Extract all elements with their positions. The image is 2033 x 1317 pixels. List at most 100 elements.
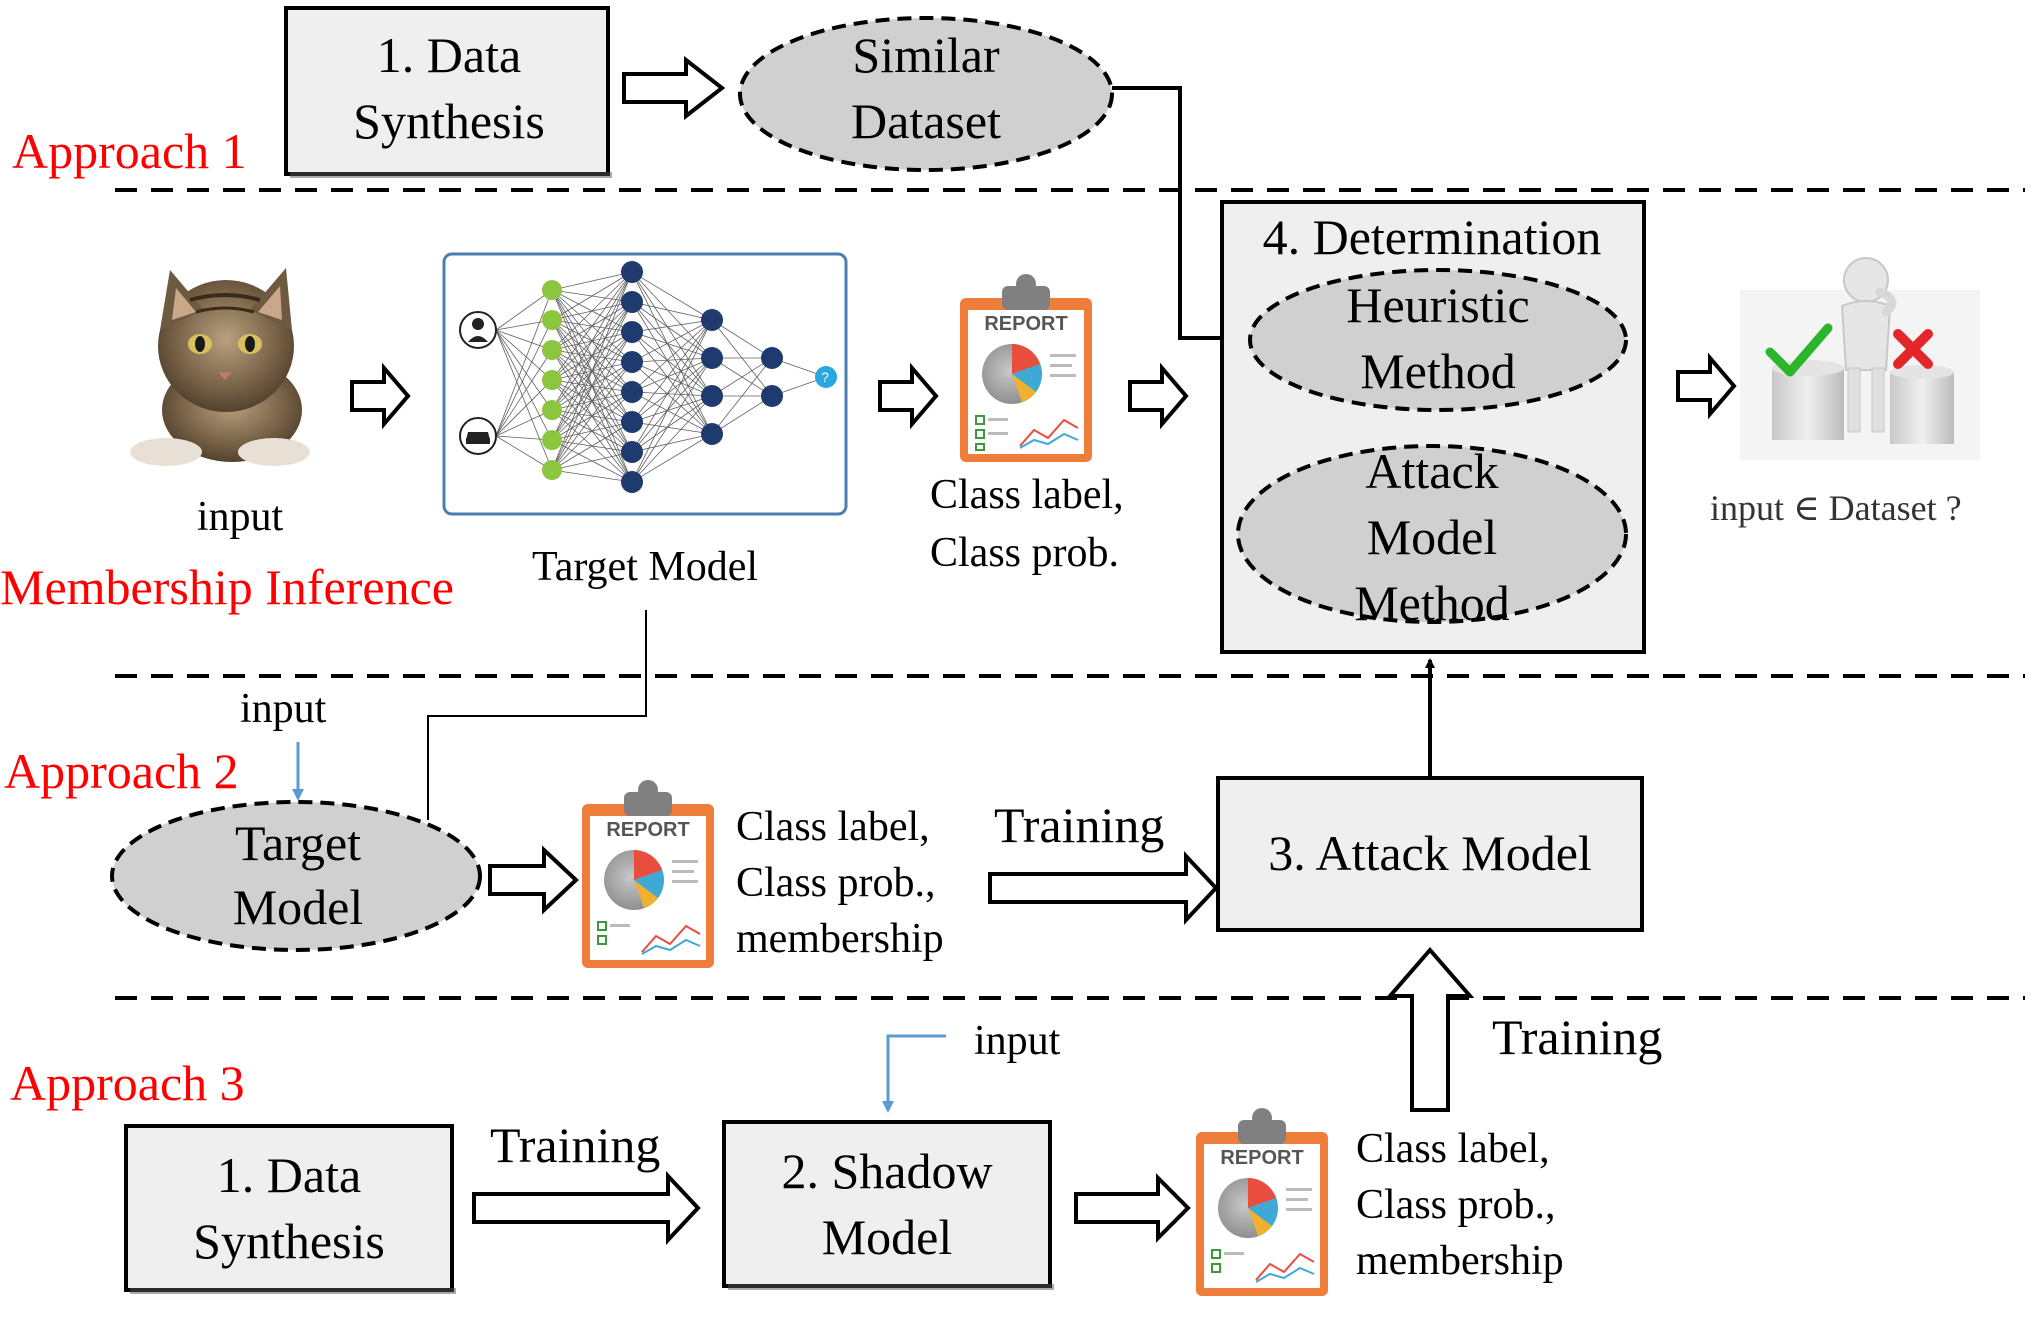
hollow-arrow-m1 (350, 362, 411, 430)
nn-edge (631, 271, 713, 359)
hollow-arrow-m2 (878, 362, 939, 430)
nn-edge (631, 357, 713, 363)
cross-mark-icon (1893, 329, 1933, 369)
nn-edge (631, 271, 713, 397)
nn-edge (631, 357, 713, 423)
nn-node (542, 460, 562, 480)
attack-model-line-1: Attack (1365, 443, 1498, 499)
nn-node (542, 340, 562, 360)
nn-node (542, 370, 562, 390)
nn-node (761, 347, 783, 369)
membership-inference-row: input ? Target Model (130, 200, 1980, 654)
nn-edge (631, 271, 713, 321)
nn-edge (631, 421, 713, 435)
a3-class-output-line-2: Class prob., (1356, 1182, 1556, 1228)
nn-edge (631, 433, 713, 483)
nn-edge (631, 319, 713, 363)
nn-edge (631, 395, 713, 423)
nn-node (621, 351, 643, 373)
nn-edge (495, 329, 553, 441)
shadow-model-box: 2. Shadow Model (722, 1120, 1054, 1290)
approach-3-row: 1. Data Synthesis Training input 2. Shad… (124, 946, 1662, 1296)
nn-node (621, 261, 643, 283)
report-title-a3: REPORT (1220, 1147, 1303, 1169)
nn-edge (551, 271, 633, 441)
nn-edge (631, 319, 713, 393)
approach-3-training-label: Training (490, 1117, 660, 1173)
nn-edge (631, 301, 713, 435)
nn-node (761, 385, 783, 407)
approach-2-label: Approach 2 (4, 743, 239, 799)
nn-edge (495, 349, 553, 437)
a2-class-output-line-1: Class label, (736, 804, 930, 850)
nn-edge (631, 361, 713, 435)
nn-node (542, 400, 562, 420)
report-title-a2: REPORT (606, 819, 689, 841)
heuristic-method-ellipse: Heuristic Method (1248, 268, 1628, 412)
a3-class-output-line-1: Class label, (1356, 1126, 1550, 1172)
nn-edge (631, 395, 713, 453)
nn-edge (551, 271, 633, 411)
a3-class-output-line-3: membership (1356, 1238, 1564, 1284)
nn-edge (631, 391, 713, 397)
nn-edge (631, 301, 713, 359)
attack-model-line-2: Model (1367, 509, 1498, 565)
report-clipboard-icon-a3: REPORT (1196, 1108, 1328, 1296)
hollow-arrow-a2-1 (488, 845, 579, 915)
hollow-arrow-up-training (1385, 946, 1475, 1112)
nn-edge (631, 319, 713, 453)
hollow-arrow-m4 (1676, 352, 1737, 420)
connector-dataset-to-heuristic (1112, 86, 1242, 343)
check-mark-icon (1765, 323, 1833, 377)
nn-edge (495, 435, 553, 471)
shadow-model-line-1: 2. Shadow (781, 1143, 992, 1199)
determination-box: 4. Determination Heuristic Method Attack… (1220, 200, 1646, 654)
nn-edge (495, 379, 553, 437)
check-pedestal (1772, 360, 1844, 440)
target-model-line-1: Target (235, 815, 361, 871)
hollow-arrow-a1 (622, 55, 726, 121)
class-output-line-1: Class label, (930, 472, 1124, 518)
nn-node (701, 385, 723, 407)
nn-edge (551, 331, 633, 471)
a2-class-output-line-3: membership (736, 916, 944, 962)
hollow-arrow-a3-1 (472, 1170, 701, 1246)
similar-dataset-ellipse: Similar Dataset (738, 16, 1114, 172)
nn-edge (551, 469, 633, 483)
class-output-approach-2: Class label, Class prob., membership (736, 804, 944, 962)
cat-input-label: input (197, 494, 284, 540)
section-labels: Approach 1 Membership Inference Approach… (0, 123, 454, 1111)
approach-2-input-label: input (240, 686, 327, 732)
target-model-label: Target Model (532, 544, 758, 590)
nn-node (542, 430, 562, 450)
heuristic-line-2: Method (1360, 343, 1516, 399)
target-model-ellipse: Target Model (110, 800, 482, 952)
approach-2-row: input Target Model REPORT (110, 610, 1644, 968)
nn-edge (631, 301, 713, 321)
section-dividers (115, 188, 2025, 1000)
nn-edge (631, 433, 713, 453)
data-synthesis-box-top: 1. Data Synthesis (284, 6, 612, 178)
nn-edge (495, 329, 553, 381)
nn-edge (551, 361, 633, 471)
nn-node (815, 366, 837, 388)
nn-edge (551, 421, 633, 471)
nn-edge (631, 319, 713, 423)
report-title: REPORT (984, 313, 1067, 335)
nn-edge (711, 357, 773, 397)
nn-edge (551, 301, 633, 471)
nn-node (621, 321, 643, 343)
report-clipboard-icon-a2: REPORT (582, 780, 714, 968)
nn-node (621, 471, 643, 493)
nn-edge (495, 319, 553, 437)
data-synthesis-line-2: Synthesis (353, 93, 545, 149)
hollow-arrow-a2-2 (988, 850, 1219, 926)
nn-node (701, 309, 723, 331)
attack-model-label: 3. Attack Model (1268, 825, 1592, 881)
nn-edge (551, 271, 633, 351)
approach-2-training-label: Training (994, 797, 1164, 853)
class-output-line-2: Class prob. (930, 530, 1119, 576)
nn-nodes (542, 261, 837, 493)
neural-network-target-model: ? (442, 252, 848, 516)
